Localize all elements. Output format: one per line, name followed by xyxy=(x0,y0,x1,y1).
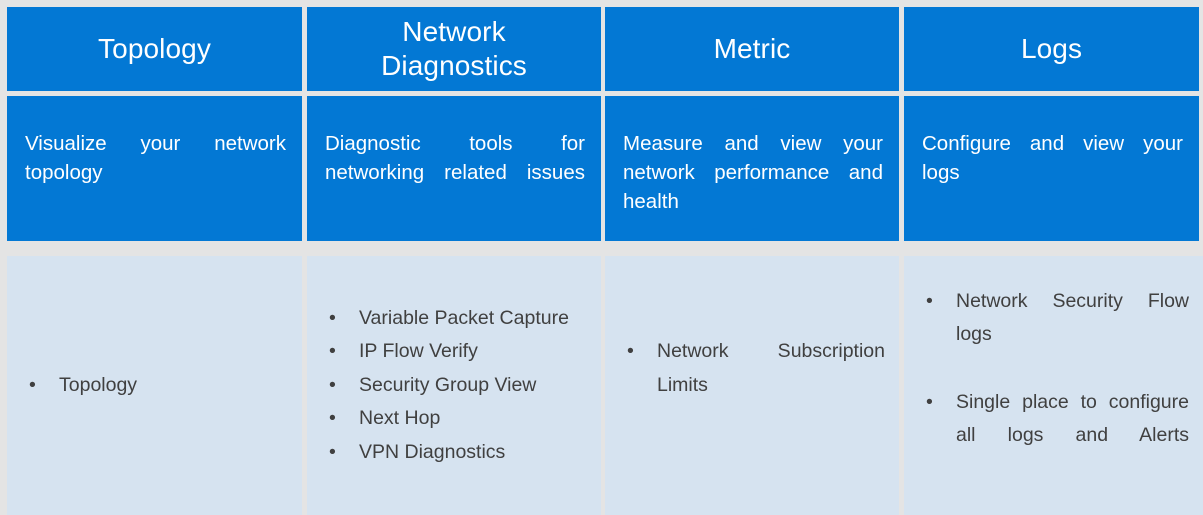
list-item-label: IP Flow Verify xyxy=(359,340,478,363)
header-label-metric: Metric xyxy=(713,32,791,64)
header-cell-topology[interactable]: Topology xyxy=(7,7,302,91)
description-cell-topology: Visualize your network topology xyxy=(7,96,302,241)
bullet-icon: • xyxy=(926,289,933,312)
bullet-icon: • xyxy=(627,340,634,363)
list-item[interactable]: • Security Group View xyxy=(323,369,587,403)
list-item[interactable]: • Single place to configure all logs and… xyxy=(920,386,1189,487)
list-item[interactable]: • Next Hop xyxy=(323,402,587,436)
bullet-icon: • xyxy=(329,340,336,363)
list-item-label: VPN Diagnostics xyxy=(359,440,506,463)
list-item-label: Network Security Flow logs xyxy=(956,289,1189,346)
bullets-cell-metric: • Network Subscription Limits xyxy=(605,256,899,515)
bullet-icon: • xyxy=(926,390,933,413)
list-item-label: Next Hop xyxy=(359,407,441,430)
header-label-topology: Topology xyxy=(98,32,211,64)
description-text-topology: Visualize your network topology xyxy=(25,132,286,185)
list-item-label: Variable Packet Capture xyxy=(359,306,569,329)
list-item[interactable]: • IP Flow Verify xyxy=(323,335,587,369)
description-text-network-diagnostics: Diagnostic tools for networking related … xyxy=(325,132,585,185)
list-item-label: Single place to configure all logs and A… xyxy=(956,390,1189,447)
list-item[interactable]: • Network Subscription Limits xyxy=(621,335,885,436)
header-cell-network-diagnostics[interactable]: Network Diagnostics xyxy=(307,7,601,91)
bullet-list-network-diagnostics: • Variable Packet Capture • IP Flow Veri… xyxy=(323,302,587,470)
bullet-icon: • xyxy=(329,306,336,329)
description-cell-network-diagnostics: Diagnostic tools for networking related … xyxy=(307,96,601,241)
list-item[interactable]: • Variable Packet Capture xyxy=(323,302,587,336)
description-text-metric: Measure and view your network performanc… xyxy=(623,132,883,214)
description-cell-metric: Measure and view your network performanc… xyxy=(605,96,899,241)
list-item[interactable]: • Network Security Flow logs xyxy=(920,285,1189,386)
list-item-label: Network Subscription Limits xyxy=(657,340,885,396)
header-cell-logs[interactable]: Logs xyxy=(904,7,1199,91)
list-item-label: Topology xyxy=(59,373,138,396)
bullet-list-topology: • Topology xyxy=(23,369,288,403)
bullet-list-logs: • Network Security Flow logs • Single pl… xyxy=(920,285,1189,486)
bullet-icon: • xyxy=(329,407,336,430)
list-item[interactable]: • VPN Diagnostics xyxy=(323,436,587,470)
description-text-logs: Configure and view your logs xyxy=(922,132,1183,185)
bullet-icon: • xyxy=(329,440,336,463)
description-cell-logs: Configure and view your logs xyxy=(904,96,1199,241)
header-label-network-diagnostics: Network Diagnostics xyxy=(381,15,527,81)
bullet-icon: • xyxy=(329,373,336,396)
list-item-label: Security Group View xyxy=(359,373,537,396)
bullets-cell-network-diagnostics: • Variable Packet Capture • IP Flow Veri… xyxy=(307,256,601,515)
bullets-cell-logs: • Network Security Flow logs • Single pl… xyxy=(904,256,1203,515)
bullet-list-metric: • Network Subscription Limits xyxy=(621,335,885,436)
list-item[interactable]: • Topology xyxy=(23,369,288,403)
bullets-cell-topology: • Topology xyxy=(7,256,302,515)
header-label-logs: Logs xyxy=(1020,32,1083,64)
header-cell-metric[interactable]: Metric xyxy=(605,7,899,91)
bullet-icon: • xyxy=(29,373,36,396)
